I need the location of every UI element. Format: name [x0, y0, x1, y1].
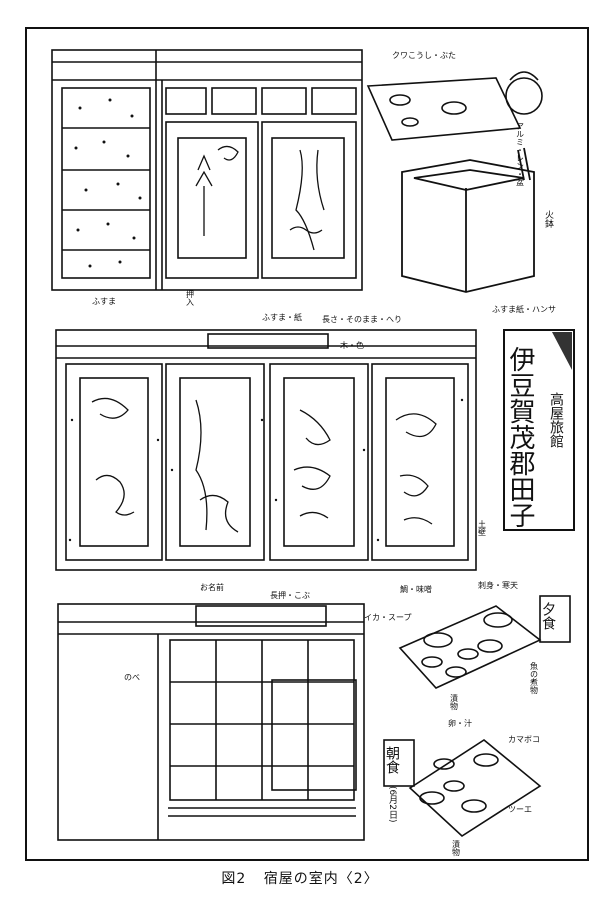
dinner-label-box — [539, 595, 571, 643]
note-sign-top: お名前 — [200, 582, 224, 592]
middle-fusuma-painting — [91, 397, 437, 533]
note-dinner2: 刺身・寒天 — [478, 580, 518, 590]
dinner-label: 夕食 — [540, 602, 556, 630]
note-wall: 土壁 — [478, 519, 487, 536]
figure-caption: 図2 宿屋の室内〈2〉 — [0, 868, 600, 888]
note-ranma1: ふすま・紙 — [262, 312, 302, 322]
note-tray: アルミ・レン・盆 — [516, 122, 525, 186]
inn-name: 高屋旅館 — [548, 391, 564, 448]
note-hook: 長押・こぶ — [270, 590, 310, 600]
note-beam: 木・色 — [340, 340, 364, 350]
note-wall-cloth: ふすま紙・ハンサ — [492, 304, 556, 314]
note-bf2: カマボコ — [508, 735, 540, 744]
figure-number: 図2 — [221, 871, 247, 887]
page-frame — [25, 27, 589, 861]
figure-title: 宿屋の室内〈2〉 — [263, 871, 379, 887]
dinner-tray-sketch — [398, 605, 542, 689]
middle-fusuma-sketch — [55, 329, 477, 571]
bottom-room-sketch — [57, 603, 365, 841]
signboard-text: 伊豆賀茂郡田子 — [505, 346, 535, 528]
top-fusuma-sketch — [51, 49, 363, 291]
note-closet: 押入 — [186, 289, 195, 306]
note-bf4: 漬物 — [452, 839, 461, 857]
note-fusuma: ふすま — [92, 297, 116, 306]
note-bf1: 卵・汁 — [448, 718, 472, 728]
breakfast-date: (6月2日) — [387, 786, 398, 822]
note-teacup: クワこうし・ぶた — [392, 51, 456, 60]
brazier-sketch — [401, 147, 535, 293]
fusuma-speckles — [68, 398, 464, 542]
note-bf3: ツーエ — [508, 805, 532, 814]
note-dinner4: 魚の煮物 — [530, 661, 539, 695]
note-brazier: 火鉢 — [543, 210, 554, 229]
inn-signboard — [503, 329, 575, 531]
note-dinner5: 漬物 — [450, 693, 459, 711]
fusuma-painting — [195, 145, 325, 251]
note-dinner3: イカ・スープ — [364, 613, 412, 622]
note-ranma2: 長さ・そのまま・へり — [322, 315, 402, 324]
breakfast-label-box — [383, 739, 415, 787]
closet-pattern — [74, 98, 142, 268]
note-pole: のべ — [124, 673, 140, 682]
breakfast-label: 朝食 — [384, 746, 400, 774]
tea-tray-sketch — [366, 71, 543, 141]
note-dinner1: 鯛・味噌 — [400, 584, 432, 594]
breakfast-tray-sketch — [408, 739, 542, 838]
